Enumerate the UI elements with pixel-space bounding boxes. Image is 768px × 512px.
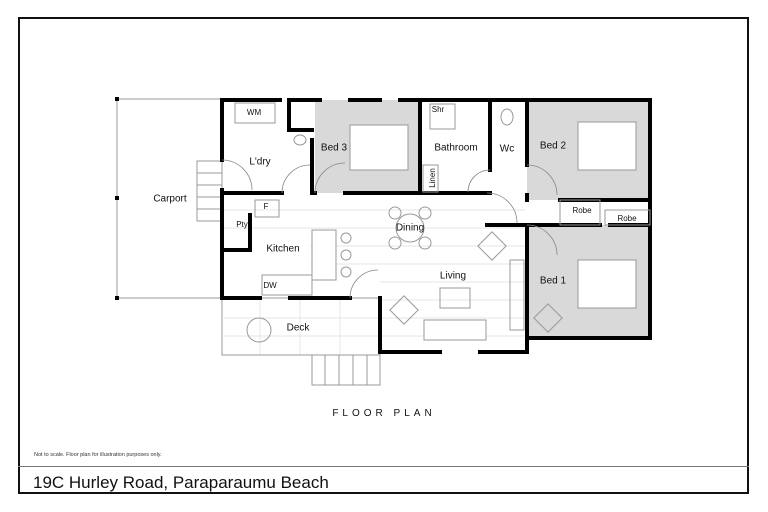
label-robe-2: Robe xyxy=(617,214,637,223)
page-frame xyxy=(18,17,749,494)
label-pantry: Pty xyxy=(236,220,248,229)
label-wm: WM xyxy=(247,108,262,117)
label-deck: Deck xyxy=(287,323,311,334)
label-robe-1: Robe xyxy=(572,206,592,215)
label-carport: Carport xyxy=(153,194,187,205)
floor-boards xyxy=(224,209,525,355)
label-shower: Shr xyxy=(432,105,445,114)
door-swings xyxy=(221,159,558,299)
floor-plan-caption: FLOOR PLAN xyxy=(332,408,436,419)
label-linen: Linen xyxy=(428,168,437,188)
label-fridge: F xyxy=(264,202,269,211)
label-bathroom: Bathroom xyxy=(434,143,477,154)
label-kitchen: Kitchen xyxy=(266,244,299,255)
label-living: Living xyxy=(440,271,466,282)
label-dining: Dining xyxy=(396,223,424,234)
label-dishwasher: DW xyxy=(263,281,277,290)
property-address: 19C Hurley Road, Paraparaumu Beach xyxy=(33,473,329,492)
disclaimer: Not to scale. Floor plan for illustratio… xyxy=(34,452,162,458)
furniture xyxy=(234,102,651,343)
label-bed1: Bed 1 xyxy=(540,276,567,287)
divider xyxy=(18,466,749,467)
label-laundry: L'dry xyxy=(249,157,270,168)
label-bed2: Bed 2 xyxy=(540,141,567,152)
label-wc: Wc xyxy=(500,144,514,155)
label-bed3: Bed 3 xyxy=(321,143,348,154)
